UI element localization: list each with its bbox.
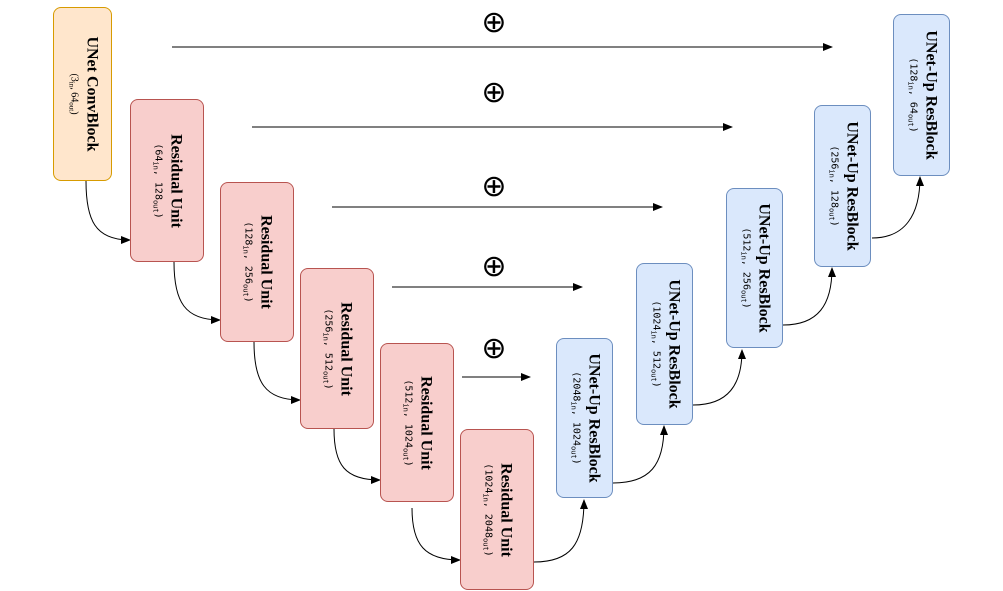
out-channels: 1024 bbox=[570, 421, 581, 447]
out-subscript: out bbox=[906, 113, 914, 127]
unet-up-resblock-3: UNet-Up ResBlock (512in, 256out) bbox=[726, 188, 783, 348]
block-title: UNet-Up ResBlock bbox=[585, 353, 602, 483]
in-subscript: in bbox=[649, 330, 657, 339]
in-channels: 1024 bbox=[482, 468, 494, 493]
down-arrow-5 bbox=[411, 507, 461, 564]
out-subscript: out bbox=[401, 447, 410, 461]
in-subscript: in bbox=[481, 492, 490, 502]
in-subscript: in bbox=[67, 81, 75, 88]
block-channels: (512in, 256out) bbox=[739, 227, 751, 309]
up-arrow-5 bbox=[871, 176, 924, 239]
block-title: Residual Unit bbox=[497, 462, 515, 557]
in-subscript: in bbox=[827, 169, 835, 178]
block-channels: (256in, 512out) bbox=[321, 307, 334, 390]
residual-unit-1: Residual Unit(64in, 128out) bbox=[130, 99, 204, 262]
in-channels: 64 bbox=[152, 148, 164, 161]
block-channels: (64in, 128out) bbox=[151, 142, 164, 219]
in-channels: 512 bbox=[402, 384, 414, 403]
out-subscript: out bbox=[739, 289, 747, 303]
unet-up-resblock-4: UNet-Up ResBlock (256in, 128out) bbox=[814, 105, 871, 267]
up-arrow-3 bbox=[692, 349, 746, 406]
block-channels: (2048in, 1024out) bbox=[569, 371, 581, 465]
down-arrow-2 bbox=[173, 261, 221, 324]
out-channels: 512 bbox=[650, 350, 661, 369]
in-subscript: in bbox=[739, 251, 747, 260]
out-channels: 256 bbox=[242, 265, 254, 284]
unet-up-resblock-5: UNet-Up ResBlock (128in, 64out) bbox=[893, 14, 950, 176]
block-channels: (128in, 64out) bbox=[906, 57, 918, 133]
residual-unit-2: Residual Unit(128in, 256out) bbox=[220, 182, 294, 342]
in-subscript: in bbox=[906, 81, 914, 90]
add-symbols: ⊕ ⊕ ⊕ ⊕ ⊕ bbox=[481, 5, 506, 366]
block-title: UNet ConvBlock bbox=[83, 36, 100, 152]
block-title: UNet-Up ResBlock bbox=[843, 121, 860, 251]
in-channels: 128 bbox=[242, 227, 254, 246]
in-channels: 2048 bbox=[570, 377, 581, 402]
add-icon: ⊕ bbox=[481, 331, 506, 366]
block-title: Residual Unit bbox=[337, 301, 355, 396]
down-arrow-1 bbox=[85, 180, 131, 244]
out-channels: 128 bbox=[828, 189, 839, 208]
add-icon: ⊕ bbox=[481, 75, 506, 110]
up-arrow-1 bbox=[533, 499, 588, 563]
block-channels: (3in, 64out) bbox=[67, 73, 79, 115]
block-channels: (1024in, 2048out) bbox=[481, 462, 494, 557]
in-channels: 256 bbox=[828, 151, 839, 170]
in-subscript: in bbox=[321, 331, 330, 341]
add-icon: ⊕ bbox=[481, 249, 506, 284]
in-channels: 256 bbox=[322, 313, 334, 332]
residual-unit-3: Residual Unit(256in, 512out) bbox=[300, 268, 374, 429]
out-channels: 64 bbox=[907, 101, 918, 114]
block-title: UNet-Up ResBlock bbox=[922, 30, 939, 160]
out-subscript: out bbox=[151, 199, 160, 213]
in-channels: 128 bbox=[907, 63, 918, 82]
out-subscript: out bbox=[649, 368, 657, 382]
unet-up-resblock-1: UNet-Up ResBlock (2048in, 1024out) bbox=[556, 338, 613, 498]
down-arrow-4 bbox=[333, 428, 381, 484]
in-channels: 1024 bbox=[650, 306, 661, 331]
in-subscript: in bbox=[569, 401, 577, 410]
block-title: UNet-Up ResBlock bbox=[755, 203, 772, 333]
residual-unit-4: Residual Unit(512in, 1024out) bbox=[380, 343, 454, 502]
out-subscript: out bbox=[67, 102, 75, 112]
out-subscript: out bbox=[241, 283, 250, 297]
out-channels: 512 bbox=[322, 352, 334, 371]
in-channels: 512 bbox=[740, 233, 751, 252]
block-channels: (128in, 256out) bbox=[241, 221, 254, 303]
out-channels: 256 bbox=[740, 271, 751, 290]
out-subscript: out bbox=[481, 537, 490, 551]
block-channels: (256in, 128out) bbox=[827, 145, 839, 227]
up-arrow-4 bbox=[782, 267, 836, 326]
out-channels: 64 bbox=[68, 92, 79, 103]
block-title: Residual Unit bbox=[257, 215, 275, 309]
in-subscript: in bbox=[151, 160, 160, 170]
residual-unit-5: Residual Unit(1024in, 2048out) bbox=[460, 429, 534, 590]
add-icon: ⊕ bbox=[481, 5, 506, 40]
out-channels: 2048 bbox=[482, 513, 494, 538]
out-channels: 1024 bbox=[402, 423, 414, 448]
out-subscript: out bbox=[827, 207, 835, 221]
block-channels: (1024in, 512out) bbox=[649, 300, 661, 388]
out-subscript: out bbox=[321, 370, 330, 384]
in-subscript: in bbox=[401, 402, 410, 412]
block-channels: (512in, 1024out) bbox=[401, 378, 414, 467]
down-arrow-3 bbox=[253, 341, 301, 404]
block-title: Residual Unit bbox=[417, 375, 435, 470]
unet-convblock: UNet ConvBlock (3in, 64out) bbox=[53, 7, 112, 181]
unet-up-resblock-2: UNet-Up ResBlock (1024in, 512out) bbox=[636, 263, 693, 425]
in-subscript: in bbox=[241, 245, 250, 254]
out-subscript: out bbox=[569, 446, 577, 459]
out-channels: 128 bbox=[152, 181, 164, 200]
block-title: UNet-Up ResBlock bbox=[665, 279, 682, 409]
block-title: Residual Unit bbox=[167, 133, 185, 228]
add-icon: ⊕ bbox=[481, 169, 506, 204]
up-arrow-2 bbox=[612, 425, 668, 484]
